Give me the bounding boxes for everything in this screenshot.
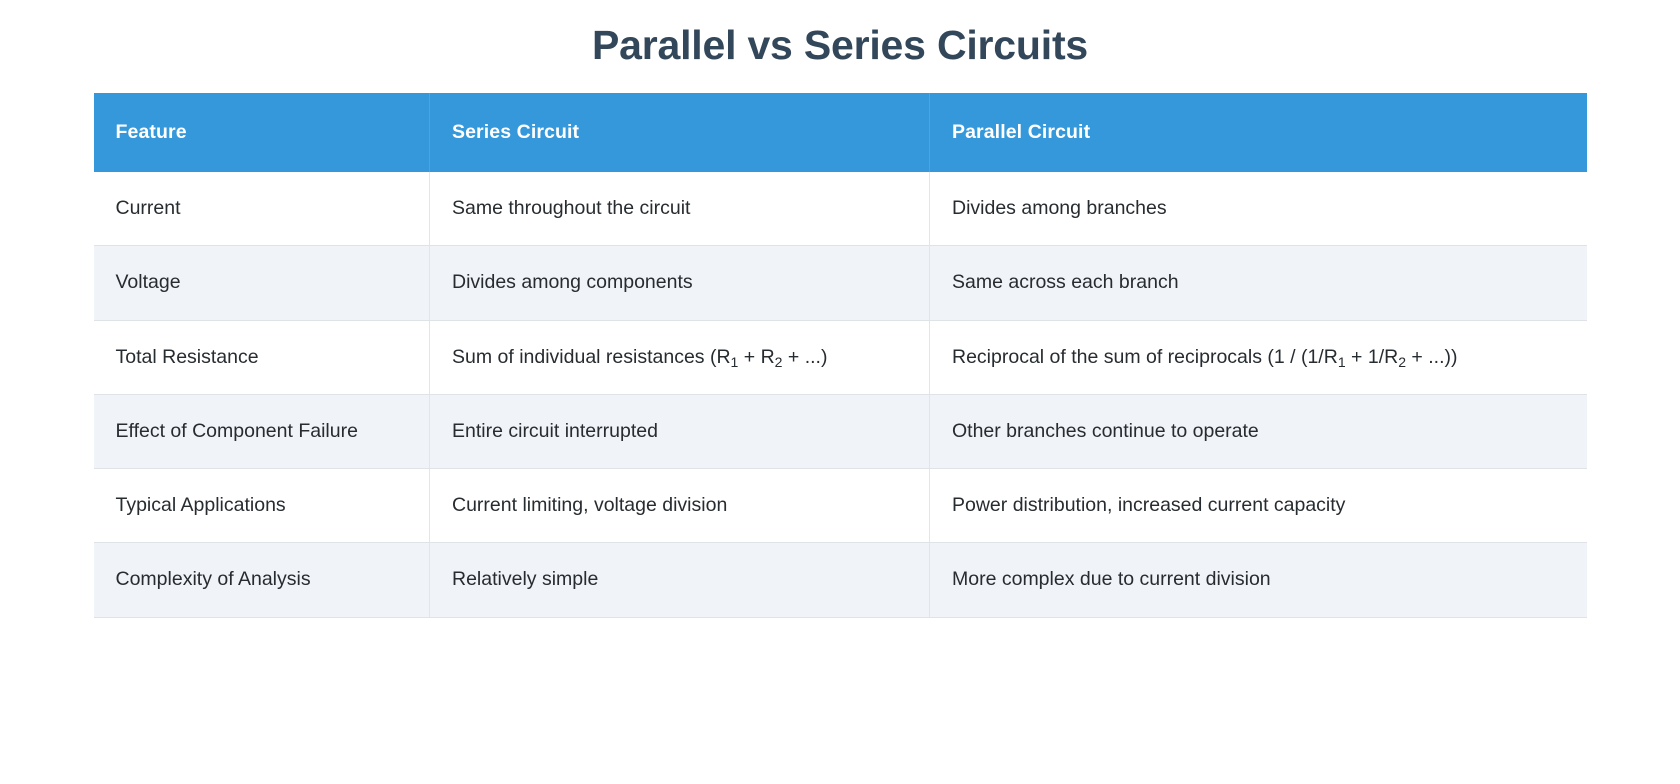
cell-parallel: Divides among branches	[929, 172, 1587, 247]
cell-series: Sum of individual resistances (R1 + R2 +…	[429, 320, 930, 395]
column-header-series-circuit: Series Circuit	[429, 93, 930, 173]
comparison-table: Feature Series Circuit Parallel Circuit …	[93, 93, 1587, 618]
cell-series: Entire circuit interrupted	[429, 394, 930, 470]
table-header-row: Feature Series Circuit Parallel Circuit	[93, 93, 1587, 173]
column-header-parallel-circuit: Parallel Circuit	[929, 93, 1587, 173]
cell-series: Current limiting, voltage division	[429, 468, 930, 544]
cell-feature: Total Resistance	[93, 320, 430, 395]
cell-parallel: Reciprocal of the sum of reciprocals (1 …	[929, 320, 1587, 395]
cell-feature: Typical Applications	[93, 468, 430, 544]
cell-feature: Effect of Component Failure	[93, 394, 430, 470]
cell-series: Same throughout the circuit	[429, 172, 930, 247]
cell-series: Relatively simple	[429, 542, 930, 618]
cell-feature: Voltage	[93, 245, 430, 321]
cell-series: Divides among components	[429, 245, 930, 321]
comparison-table-container: Feature Series Circuit Parallel Circuit …	[93, 93, 1587, 618]
cell-feature: Complexity of Analysis	[93, 542, 430, 618]
table-header: Feature Series Circuit Parallel Circuit	[93, 93, 1587, 173]
page-title: Parallel vs Series Circuits	[591, 22, 1088, 68]
cell-feature: Current	[93, 172, 430, 247]
cell-parallel: Same across each branch	[929, 245, 1587, 321]
column-header-feature: Feature	[93, 93, 430, 173]
cell-parallel: Power distribution, increased current ca…	[929, 468, 1587, 544]
cell-parallel: Other branches continue to operate	[929, 394, 1587, 470]
cell-parallel: More complex due to current division	[929, 542, 1587, 618]
